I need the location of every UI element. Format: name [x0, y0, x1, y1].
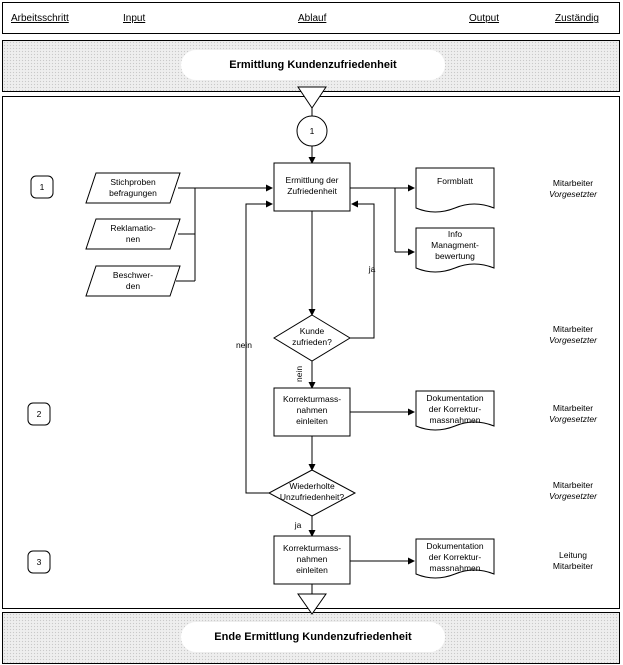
responsible-1-name: Mitarbeiter — [552, 178, 594, 188]
process-korrektur-1-line2: nahmen — [297, 405, 328, 415]
header-input: Input — [123, 13, 146, 24]
process-ermittlung — [273, 162, 351, 212]
document-info-line3: bewertung — [435, 251, 475, 261]
document-info — [415, 227, 495, 273]
decision-wiederholt-line2: Unzufriedenheit? — [280, 492, 345, 502]
responsible-5-name: Leitung — [559, 550, 587, 560]
responsible-3-name: Mitarbeiter — [552, 403, 594, 413]
responsible-2: Mitarbeiter Vorgesetzter — [528, 324, 618, 346]
header-output: Output — [469, 13, 500, 24]
column-header-bar: Arbeitsschritt Input Ablauf Output Zustä… — [2, 2, 620, 34]
document-formblatt — [415, 167, 495, 213]
document-doku-1-line1: Dokumentation — [426, 393, 483, 403]
header-arbeitsschritt: Arbeitsschritt — [11, 13, 69, 24]
end-band: Ende Ermittlung Kundenzufriedenheit — [2, 612, 620, 664]
input-beschwerden-line1: Beschwer- — [113, 270, 153, 280]
responsible-3-role: Vorgesetzter — [549, 414, 597, 424]
step-badge-2 — [27, 402, 51, 426]
header-zustaendig: Zuständig — [555, 13, 599, 24]
document-info-line2: Managment- — [431, 240, 479, 250]
process-korrektur-1-line1: Korrekturmass- — [283, 394, 341, 404]
label-ja-right: ja — [368, 264, 376, 274]
header-ablauf: Ablauf — [298, 13, 327, 24]
responsible-1-role: Vorgesetzter — [549, 189, 597, 199]
responsible-5: Leitung Mitarbeiter — [528, 550, 618, 572]
document-doku-2-line2: der Korrektur- — [429, 552, 482, 562]
input-beschwerden — [85, 265, 181, 297]
offpage-connector-bottom — [297, 593, 327, 615]
label-nein-down: nein — [294, 366, 304, 382]
responsible-5-role: Mitarbeiter — [552, 561, 594, 571]
end-terminator: Ende Ermittlung Kundenzufriedenheit — [181, 622, 445, 652]
input-reklamationen-line1: Reklamatio- — [110, 223, 156, 233]
process-korrektur-1 — [273, 387, 351, 437]
loop-nein-arrow — [245, 200, 273, 494]
process-ermittlung-line1: Ermittlung der — [286, 175, 339, 185]
decision-wiederholt — [267, 469, 357, 517]
document-doku-1-line2: der Korrektur- — [429, 404, 482, 414]
document-info-line1: Info — [448, 229, 462, 239]
input-reklamationen-line2: nen — [126, 234, 140, 244]
process-korrektur-2 — [273, 535, 351, 585]
decision-zufrieden — [273, 314, 351, 362]
responsible-4: Mitarbeiter Vorgesetzter — [528, 480, 618, 502]
responsible-3: Mitarbeiter Vorgesetzter — [528, 403, 618, 425]
start-band: Ermittlung Kundenzufriedenheit — [2, 40, 620, 92]
decision-zufrieden-line2: zufrieden? — [292, 337, 332, 347]
input-reklamationen — [85, 218, 181, 250]
document-doku-1 — [415, 390, 495, 431]
process-korrektur-2-line1: Korrekturmass- — [283, 543, 341, 553]
process-ermittlung-line2: Zufriedenheit — [287, 186, 337, 196]
step-label-3: 3 — [37, 557, 42, 567]
responsible-4-name: Mitarbeiter — [552, 480, 594, 490]
document-doku-1-line3: massnahmen — [429, 415, 480, 425]
start-terminator: Ermittlung Kundenzufriedenheit — [181, 50, 445, 80]
offpage-connector-top — [297, 86, 327, 109]
decision-zufrieden-line1: Kunde — [300, 326, 325, 336]
document-doku-2 — [415, 538, 495, 579]
document-formblatt-label: Formblatt — [437, 176, 474, 186]
process-korrektur-2-line3: einleiten — [296, 565, 328, 575]
decision-wiederholt-line1: Wiederholte — [289, 481, 335, 491]
loop-ja-arrow — [350, 200, 375, 339]
input-stichproben-line2: befragungen — [109, 188, 157, 198]
process-korrektur-1-line3: einleiten — [296, 416, 328, 426]
responsible-2-role: Vorgesetzter — [549, 335, 597, 345]
step-badge-3 — [27, 550, 51, 574]
responsible-1: Mitarbeiter Vorgesetzter — [528, 178, 618, 200]
label-ja-down: ja — [294, 520, 302, 530]
label-nein-left: nein — [236, 340, 252, 350]
input-beschwerden-line2: den — [126, 281, 140, 291]
step-label-2: 2 — [37, 409, 42, 419]
responsible-2-name: Mitarbeiter — [552, 324, 594, 334]
input-stichproben-line1: Stichproben — [110, 177, 156, 187]
responsible-4-role: Vorgesetzter — [549, 491, 597, 501]
document-doku-2-line1: Dokumentation — [426, 541, 483, 551]
input-stichproben — [85, 172, 181, 204]
process-korrektur-2-line2: nahmen — [297, 554, 328, 564]
step-label-1: 1 — [40, 182, 45, 192]
connector-label: 1 — [310, 126, 315, 136]
step-badge-1 — [30, 175, 54, 199]
document-doku-2-line3: massnahmen — [429, 563, 480, 573]
